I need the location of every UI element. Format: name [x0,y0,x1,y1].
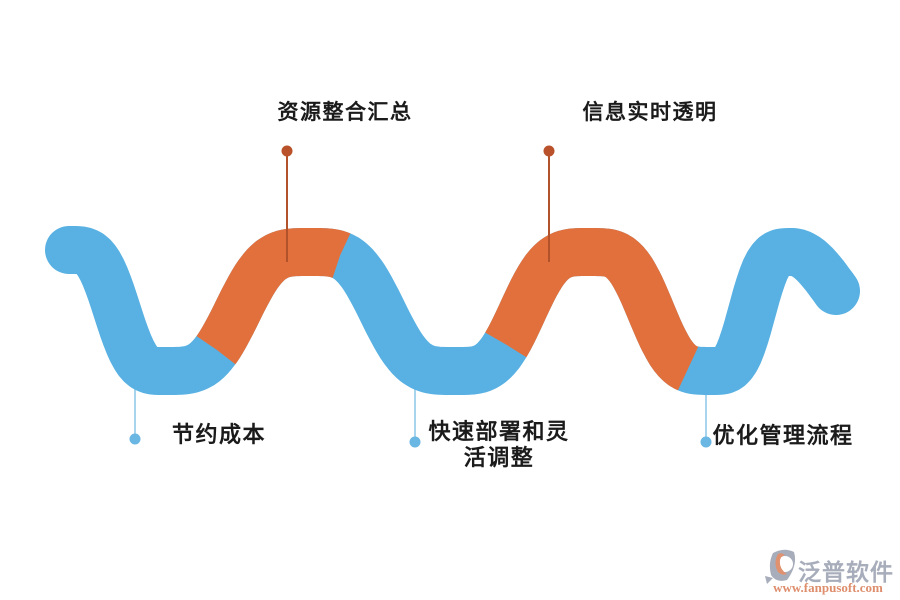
connector-dot-transparency [543,145,555,157]
connector-dot-process [700,436,712,448]
label-rapid-deployment: 快速部署和灵活调整 [428,419,570,470]
top-connectors [281,145,555,262]
logo-corner-triangle [765,576,773,584]
connector-dot-resource [281,145,293,157]
wave-path-blue [45,226,860,395]
logo-text: 泛普软件 [798,559,894,585]
connector-dot-cost [129,433,141,445]
fanpu-logo-icon [765,549,796,584]
logo-swoosh [775,553,787,575]
label-optimize-process: 优化管理流程 [712,423,854,448]
label-cost-saving: 节约成本 [171,422,267,447]
connector-dot-deploy [409,436,421,448]
label-realtime-transparency: 信息实时透明 [582,101,718,124]
logo-website: www.fanpusoft.com [773,580,883,595]
label-resource-integration: 资源整合汇总 [277,101,413,124]
